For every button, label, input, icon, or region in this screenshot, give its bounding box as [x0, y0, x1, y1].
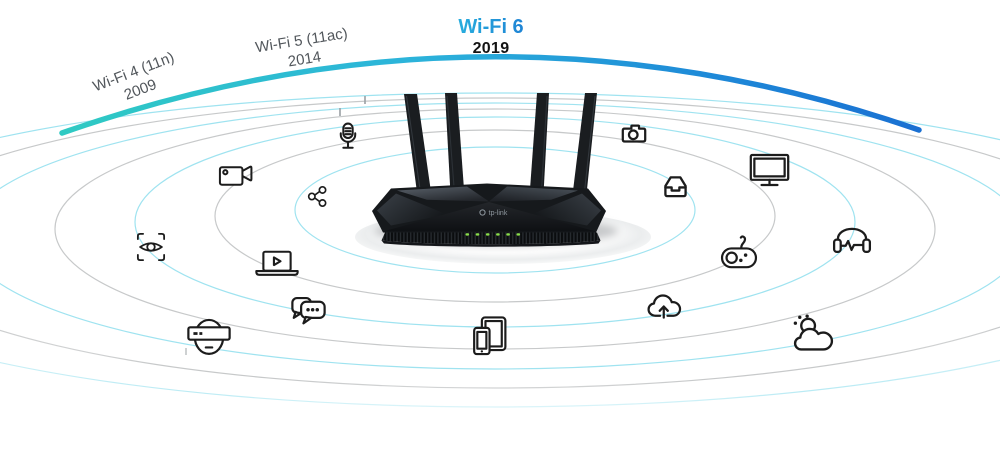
microphone-icon — [334, 121, 362, 155]
vr-headset-icon — [187, 311, 231, 361]
share-icon — [306, 185, 328, 208]
video-camera-icon — [217, 161, 257, 191]
cloud-upload-icon — [646, 291, 683, 321]
headphones-icon — [831, 226, 873, 258]
router-top-facets — [377, 186, 601, 232]
timeline-arc — [59, 54, 922, 136]
router-antennas — [404, 93, 597, 203]
generation-year: 2019 — [472, 40, 510, 57]
laptop-video-icon — [254, 250, 300, 279]
inbox-tray-icon — [662, 174, 689, 199]
router-base-lip — [381, 240, 601, 247]
router: tp-link — [372, 93, 606, 247]
phone-tablet-icon — [471, 314, 509, 358]
router-leds — [465, 233, 521, 236]
game-controller-icon — [717, 231, 761, 275]
weather-sun-cloud-icon — [789, 314, 838, 352]
generation-name: Wi-Fi 6 — [425, 15, 557, 39]
chat-bubbles-icon — [288, 293, 329, 328]
generation-label-wifi6: Wi-Fi 6 2019 — [425, 15, 557, 59]
svg-text:tp-link: tp-link — [489, 210, 508, 217]
monitor-icon — [748, 152, 791, 188]
brand-logo: tp-link — [479, 209, 508, 217]
router-vent-strip — [381, 232, 601, 245]
eye-scan-icon — [133, 229, 169, 265]
photo-camera-icon — [620, 122, 648, 145]
